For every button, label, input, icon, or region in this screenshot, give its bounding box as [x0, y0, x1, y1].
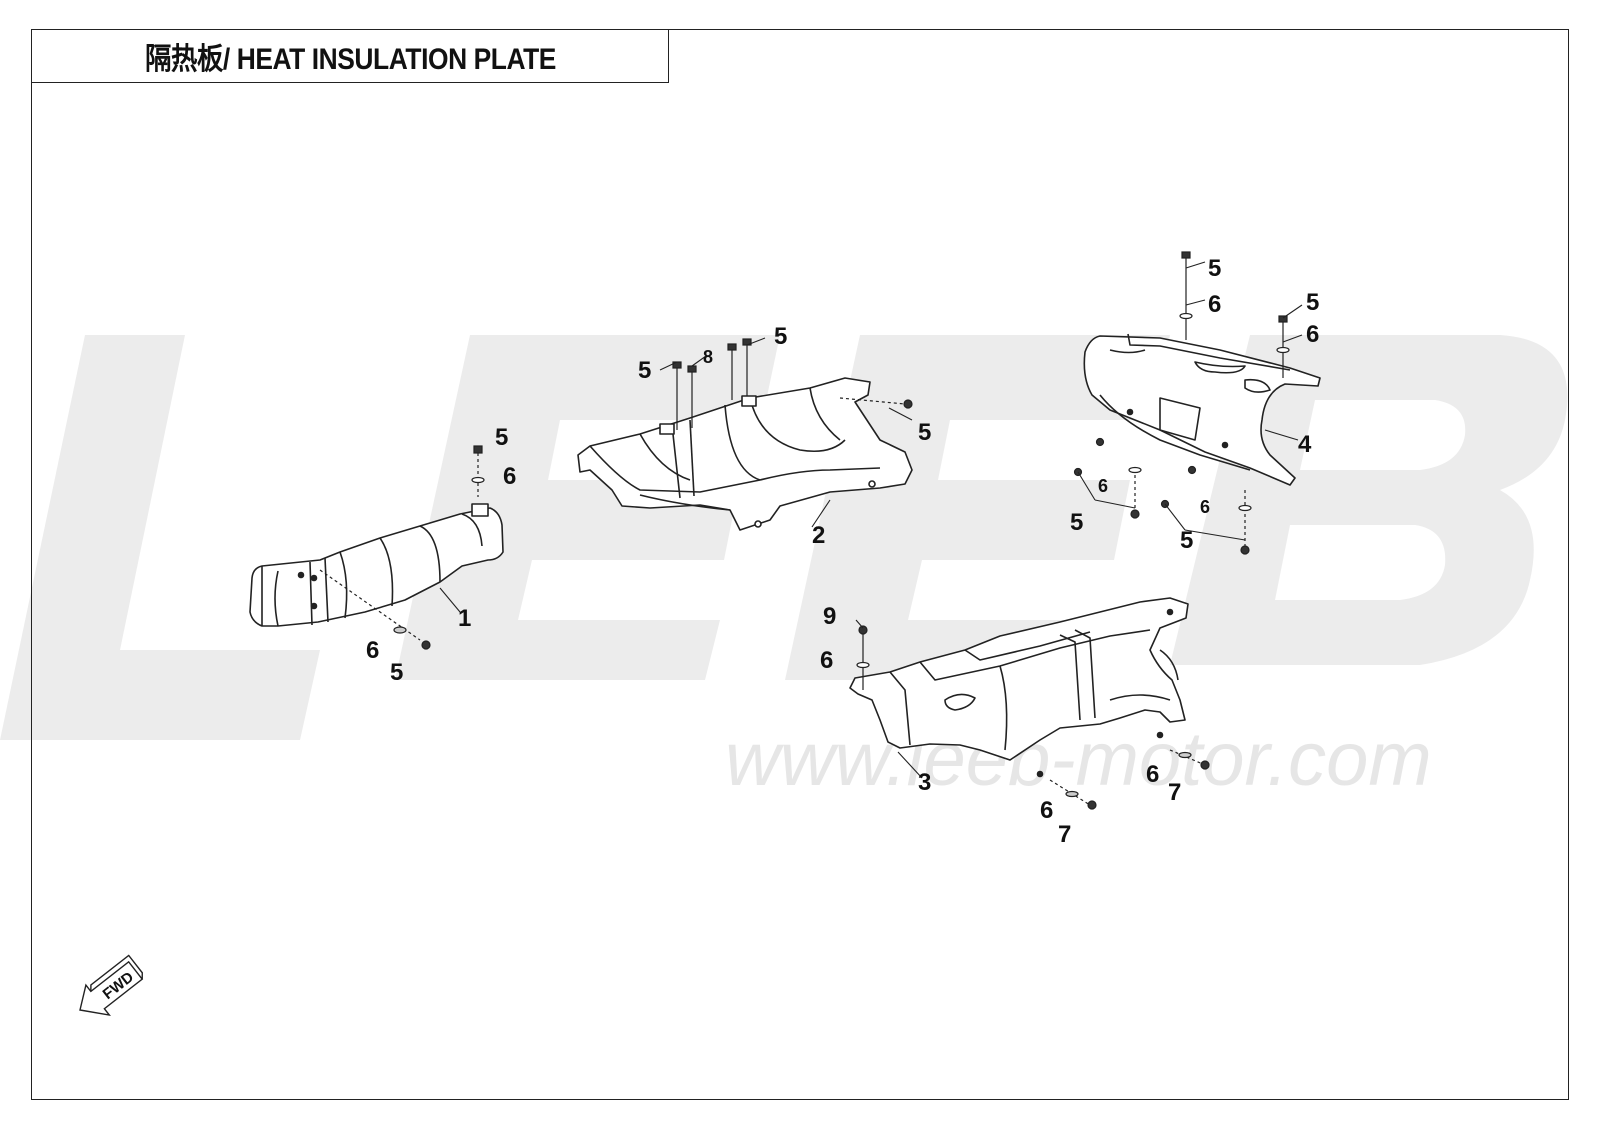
heat-insulation-plate-1: [249, 503, 504, 627]
nut-icon: [1187, 465, 1197, 475]
nut-icon: [1087, 800, 1097, 810]
callout-p4-6c: 6: [1098, 476, 1108, 496]
washer-icon: [1065, 790, 1079, 798]
washer-icon: [856, 661, 870, 669]
bolt-icon: [1278, 315, 1288, 323]
callout-p4-5b: 5: [1306, 289, 1319, 316]
bolt-icon: [727, 343, 737, 351]
callout-p4-5d: 5: [1180, 527, 1193, 554]
callout-labels: 5 6 1 6 5 5 8 5 5 2 5 6 5 6 4 6 5 6 5 9 …: [366, 255, 1319, 848]
washer-icon: [393, 626, 407, 634]
callout-p3-7b: 7: [1058, 821, 1071, 848]
callout-p3-6a: 6: [820, 647, 833, 674]
callout-p3-6c: 6: [1040, 797, 1053, 824]
callout-p3-9: 9: [823, 603, 836, 630]
callout-p4-6a: 6: [1208, 291, 1221, 318]
callout-part-3: 3: [918, 769, 931, 796]
heat-insulation-plate-4: [1083, 333, 1321, 486]
nut-icon: [1130, 509, 1140, 519]
nut-icon: [1200, 760, 1210, 770]
nut-icon: [903, 399, 913, 409]
callout-p4-6d: 6: [1200, 497, 1210, 517]
part1-fasteners: [319, 445, 485, 650]
callout-p1-5a: 5: [495, 424, 508, 451]
watermark-url: www.leeb-motor.com: [725, 717, 1432, 802]
callout-p3-7a: 7: [1168, 779, 1181, 806]
callout-p2-8: 8: [703, 347, 713, 367]
page-title: 隔热板/ HEAT INSULATION PLATE: [144, 43, 556, 76]
callout-p2-5c: 5: [918, 419, 931, 446]
part2-fasteners: [672, 338, 913, 430]
nut-icon: [858, 625, 868, 635]
bolt-icon: [473, 445, 483, 454]
bolt-icon: [1181, 251, 1191, 259]
callout-p4-5c: 5: [1070, 509, 1083, 536]
washer-icon: [1179, 312, 1193, 320]
drawing-frame: [31, 29, 1569, 1100]
callout-part-4: 4: [1298, 431, 1312, 458]
title-box: 隔热板/ HEAT INSULATION PLATE: [31, 29, 669, 83]
washer-icon: [1238, 504, 1252, 512]
leader-lines: [439, 261, 1303, 779]
callout-p1-6a: 6: [503, 463, 516, 490]
nut-icon: [421, 640, 431, 650]
callout-p2-5b: 5: [774, 323, 787, 350]
callout-p3-6b: 6: [1146, 761, 1159, 788]
washer-icon: [1128, 466, 1142, 474]
callout-p2-5a: 5: [638, 357, 651, 384]
heat-insulation-plate-3: [849, 597, 1189, 778]
nut-icon: [1240, 545, 1250, 555]
part4-fasteners: [1073, 251, 1290, 555]
callout-part-2: 2: [812, 522, 825, 549]
callout-p1-5b: 5: [390, 659, 403, 686]
callout-p1-6b: 6: [366, 637, 379, 664]
callout-p4-5a: 5: [1208, 255, 1221, 282]
callout-part-1: 1: [458, 605, 471, 632]
washer-icon: [1178, 751, 1192, 759]
washer-icon: [1276, 346, 1290, 354]
leeb-watermark-logo: [0, 335, 1568, 740]
nut-icon: [1095, 437, 1105, 447]
callout-p4-6b: 6: [1306, 321, 1319, 348]
washer-icon: [471, 476, 485, 484]
heat-insulation-plate-2: [577, 377, 913, 531]
part3-fasteners: [856, 625, 1210, 810]
